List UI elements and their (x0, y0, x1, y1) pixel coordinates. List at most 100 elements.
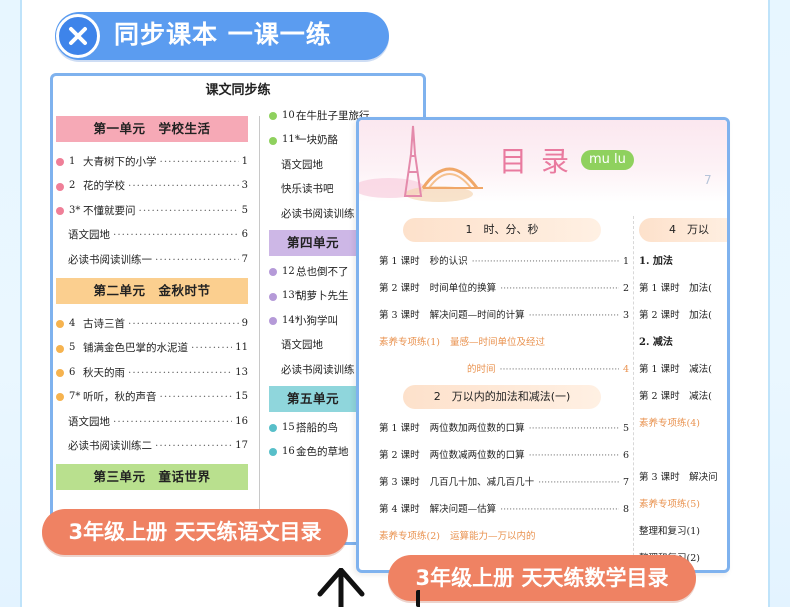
math-toc-item[interactable]: 第 1 课时两位数加两位数的口算5 (379, 415, 629, 442)
toc-item[interactable]: 语文园地 (269, 333, 423, 357)
math-toc-card: 7 目录 mu lu 1 时、分、秒第 1 课时秒的认识1第 2 课时时间单位的… (356, 117, 730, 573)
dot-leader (538, 469, 619, 496)
chapter-header: 4 万以 (639, 218, 727, 242)
lesson-label: 素养专项练(1) (379, 337, 440, 348)
lesson-number: 16 (282, 446, 295, 458)
unit-header: 第二单元 金秋时节 (56, 277, 248, 304)
page-number: 7 (241, 253, 248, 265)
dot-leader (113, 410, 232, 434)
lesson-title: 两位数减两位数的口算 (429, 450, 525, 461)
dot-leader (155, 434, 232, 458)
lesson-number: 13* (282, 290, 300, 302)
lesson-label: 第 3 课时 (379, 477, 420, 488)
toc-item[interactable]: 7*听听，秋的声音15 (56, 385, 248, 409)
math-toc-item[interactable]: 素养专项练(1)量感—时间单位及经过 (379, 329, 629, 356)
pointer-fragment-icon (416, 590, 424, 607)
toc-item[interactable]: 必读书阅读训练二17 (56, 434, 248, 458)
dot-leader (155, 248, 239, 272)
chinese-toc-left-column: 第一单元 学校生活1大青树下的小学12花的学校33*不懂就要问5语文园地6必读书… (56, 116, 248, 498)
math-toc-item[interactable]: 第 1 课时秒的认识1 (379, 248, 629, 275)
toc-item[interactable]: 必读书阅读训练 (269, 358, 423, 382)
toc-item[interactable]: 语文园地 (269, 153, 423, 177)
toc-item[interactable]: 11*一块奶酪 (269, 128, 423, 152)
page-number: 4 (622, 364, 629, 375)
math-toc-banner: 7 (359, 120, 727, 202)
toc-item[interactable]: 语文园地16 (56, 410, 248, 434)
math-toc-item[interactable]: 整理和复习(1) (639, 518, 727, 545)
close-icon[interactable] (56, 14, 100, 58)
toc-item[interactable]: 4古诗三首9 (56, 312, 248, 336)
toc-item[interactable]: 13*胡萝卜先生 (269, 284, 423, 308)
toc-item[interactable]: 必读书阅读训练一 7 (56, 248, 248, 272)
lesson-title: 时间单位的换算 (429, 283, 497, 294)
bullet-dot-icon (56, 320, 64, 329)
lesson-title: 语文园地 (68, 415, 110, 428)
dot-leader (500, 496, 619, 523)
math-toc-item[interactable]: 的时间4 (379, 356, 629, 383)
toc-item[interactable]: 语文园地6 (56, 223, 248, 247)
lesson-label: 第 2 课时 (379, 283, 420, 294)
lesson-title: 第 3 课时 解决问 (639, 472, 718, 483)
math-toc-item[interactable]: 第 1 课时 加法( (639, 275, 727, 302)
dot-leader (139, 199, 239, 223)
toc-item[interactable]: 必读书阅读训练 (269, 202, 423, 226)
math-toc-item[interactable]: 第 1 课时 减法( (639, 356, 727, 383)
math-toc-item[interactable]: 第 2 课时时间单位的换算2 (379, 275, 629, 302)
lesson-title: 古诗三首 (83, 317, 125, 330)
dot-leader (500, 275, 619, 302)
toc-item[interactable]: 2花的学校3 (56, 174, 248, 198)
dot-leader (529, 302, 619, 329)
lesson-title: 语文园地 (68, 229, 110, 242)
lesson-title: 必读书阅读训练一 (68, 253, 152, 266)
math-toc-item[interactable]: 第 2 课时两位数减两位数的口算6 (379, 442, 629, 469)
toc-item[interactable]: 3*不懂就要问5 (56, 199, 248, 223)
unit-header: 第三单元 童话世界 (56, 464, 248, 491)
lesson-number: 10 (282, 110, 295, 121)
math-toc-item[interactable]: 素养专项练(4) (639, 410, 727, 437)
math-toc-title: 目录 (499, 145, 584, 178)
up-arrow-icon (317, 568, 365, 607)
bullet-dot-icon (269, 292, 277, 301)
toc-item[interactable]: 6秋天的雨13 (56, 361, 248, 385)
dot-leader (160, 150, 239, 174)
lesson-number: 2 (69, 180, 76, 192)
toc-item[interactable]: 快乐读书吧 (269, 177, 423, 201)
math-toc-item[interactable]: 素养专项练(5) (639, 491, 727, 518)
section-heading: 1. 加法 (639, 256, 673, 267)
lesson-label: 第 4 课时 (379, 504, 420, 515)
lesson-label: 第 3 课时 (379, 310, 420, 321)
chinese-toc-label: 3年级上册 天天练语文目录 (42, 509, 348, 555)
toc-item[interactable]: 14*小狗学叫 (269, 309, 423, 333)
lesson-title: 不懂就要问 (83, 204, 136, 217)
column-divider (259, 116, 260, 542)
math-toc-item[interactable]: 第 2 课时 减法( (639, 383, 727, 410)
lesson-title: 必读书阅读训练 (281, 207, 355, 220)
math-toc-item[interactable]: 第 3 课时 解决问 (639, 464, 727, 491)
lesson-title: 素养专项练(4) (639, 418, 700, 429)
math-toc-item[interactable]: 第 2 课时 加法( (639, 302, 727, 329)
page-number: 8 (622, 504, 629, 515)
math-toc-item[interactable]: 素养专项练(2)运算能力—万以内的 (379, 523, 629, 550)
lesson-label: 第 2 课时 (379, 450, 420, 461)
bullet-dot-icon (269, 136, 277, 145)
bullet-dot-icon (269, 316, 277, 325)
toc-item[interactable]: 5铺满金色巴掌的水泥道11 (56, 336, 248, 360)
lesson-number: 3* (69, 204, 81, 216)
toc-item[interactable]: 1大青树下的小学1 (56, 150, 248, 174)
math-toc-item[interactable] (639, 437, 727, 464)
lesson-number: 12 (282, 265, 295, 277)
dot-leader (500, 356, 619, 383)
lesson-title: 第 1 课时 减法( (639, 364, 712, 375)
lesson-title: 几百几十加、减几百几十 (429, 477, 535, 488)
dot-leader (128, 312, 239, 336)
math-toc-label: 3年级上册 天天练数学目录 (388, 555, 696, 601)
bullet-dot-icon (269, 448, 277, 457)
